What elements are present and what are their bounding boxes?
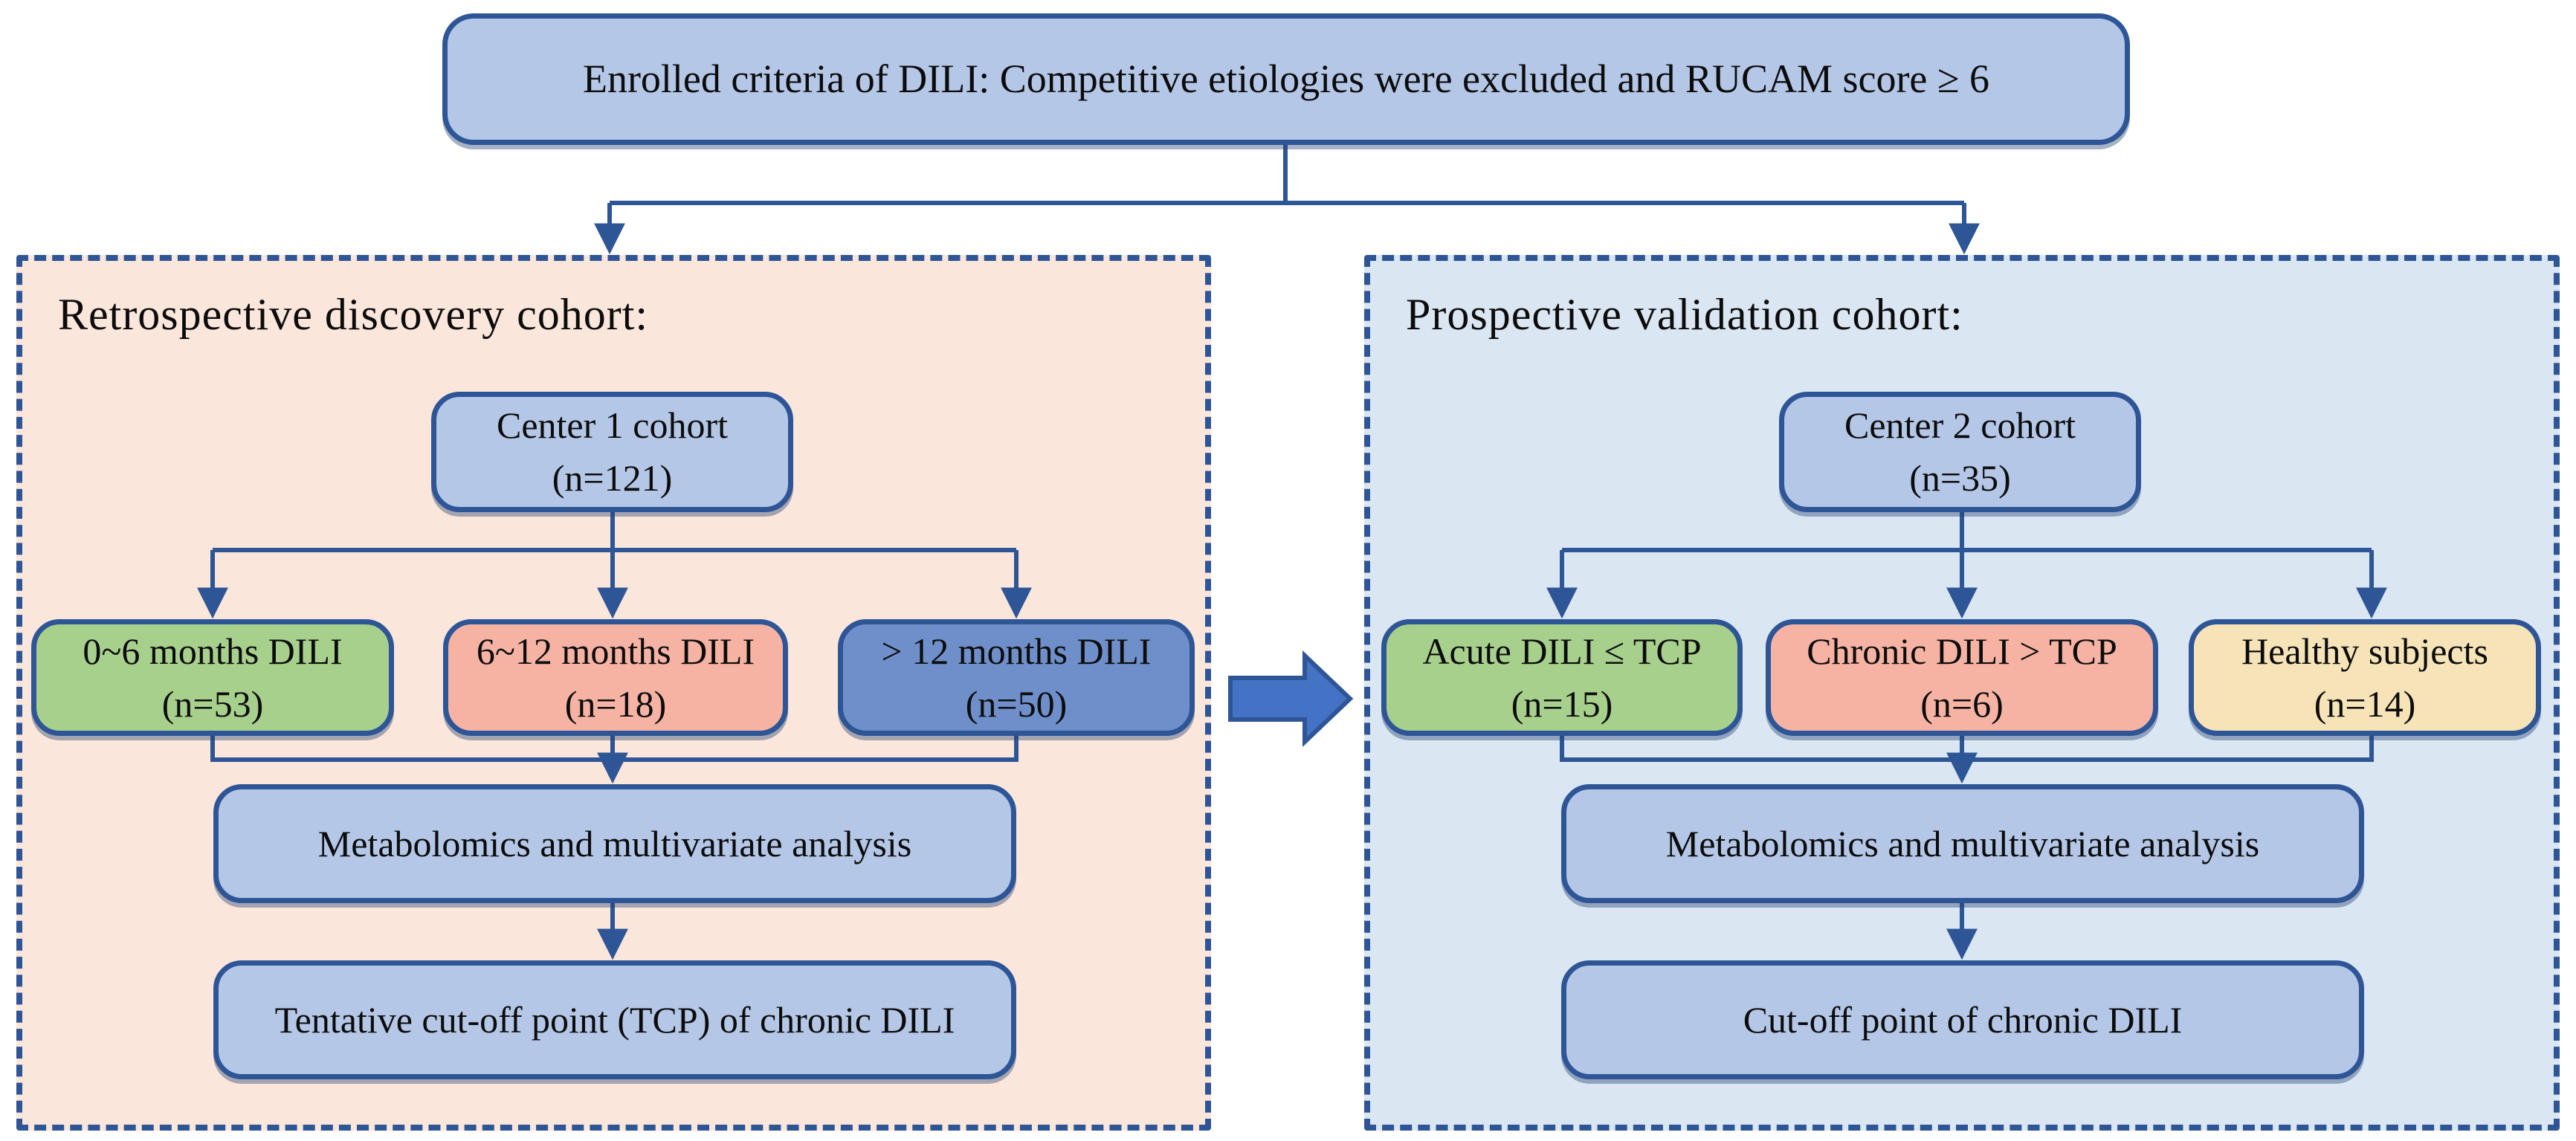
- group-label: > 12 months DILI: [881, 630, 1152, 672]
- validation-analysis-box: Metabolomics and multivariate analysis: [1561, 784, 2364, 903]
- discovery-analysis-box: Metabolomics and multivariate analysis: [213, 784, 1016, 903]
- right-panel-connectors: [1546, 512, 2387, 960]
- center1-cohort-label: Center 1 cohort: [496, 404, 728, 446]
- cutoff-point-box: Cut-off point of chronic DILI: [1561, 960, 2364, 1079]
- center2-cohort-box: Center 2 cohort (n=35): [1779, 392, 2141, 512]
- group-label: Healthy subjects: [2241, 630, 2488, 672]
- center2-cohort-label: Center 2 cohort: [1844, 404, 2076, 446]
- header-branch-connectors: [594, 145, 1980, 255]
- group-count: (n=6): [1920, 682, 2004, 725]
- group-label: 6~12 months DILI: [476, 630, 755, 672]
- left-panel-connectors: [197, 512, 1032, 960]
- group-acute-dili-box: Acute DILI ≤ TCP (n=15): [1381, 619, 1743, 736]
- group-label: Chronic DILI > TCP: [1807, 630, 2117, 672]
- center2-cohort-count: (n=35): [1909, 457, 2011, 499]
- enrollment-criteria-box: Enrolled criteria of DILI: Competitive e…: [442, 13, 2130, 145]
- cutoff-point-text: Cut-off point of chronic DILI: [1743, 998, 2183, 1041]
- group-count: (n=50): [965, 682, 1068, 725]
- prospective-panel-title: Prospective validation cohort:: [1406, 290, 1963, 339]
- group-count: (n=53): [161, 682, 264, 725]
- group-0-6-months-dili-box: 0~6 months DILI (n=53): [31, 619, 394, 736]
- retrospective-panel-title: Retrospective discovery cohort:: [58, 290, 649, 339]
- group-6-12-months-dili-box: 6~12 months DILI (n=18): [443, 619, 788, 736]
- group-over-12-months-dili-box: > 12 months DILI (n=50): [838, 619, 1195, 736]
- validation-analysis-text: Metabolomics and multivariate analysis: [1665, 822, 2260, 864]
- tentative-cutoff-box: Tentative cut-off point (TCP) of chronic…: [213, 960, 1016, 1079]
- group-label: 0~6 months DILI: [83, 630, 343, 672]
- center1-cohort-box: Center 1 cohort (n=121): [431, 392, 793, 512]
- group-count: (n=15): [1511, 682, 1613, 725]
- discovery-analysis-text: Metabolomics and multivariate analysis: [317, 822, 912, 864]
- group-label: Acute DILI ≤ TCP: [1422, 630, 1702, 672]
- group-count: (n=14): [2314, 682, 2416, 725]
- group-chronic-dili-box: Chronic DILI > TCP (n=6): [1766, 619, 2158, 736]
- discovery-to-validation-arrow: [1228, 650, 1354, 747]
- center1-cohort-count: (n=121): [552, 457, 673, 499]
- group-count: (n=18): [564, 682, 667, 725]
- tentative-cutoff-text: Tentative cut-off point (TCP) of chronic…: [274, 998, 955, 1041]
- enrollment-criteria-text: Enrolled criteria of DILI: Competitive e…: [582, 56, 1990, 102]
- group-healthy-subjects-box: Healthy subjects (n=14): [2189, 619, 2541, 736]
